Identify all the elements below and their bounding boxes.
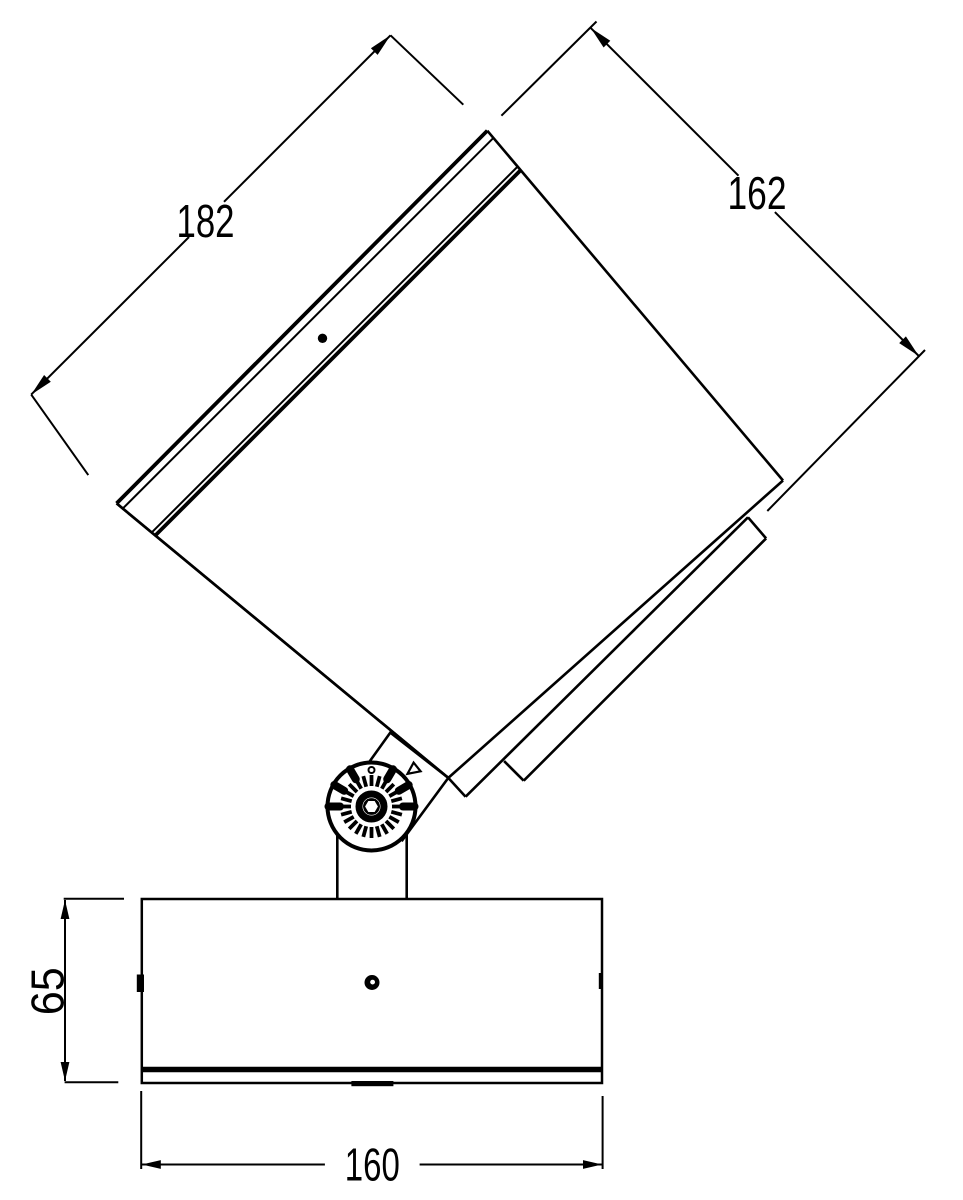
svg-text:160: 160 [345, 1138, 400, 1190]
svg-text:162: 162 [728, 167, 787, 219]
svg-text:182: 182 [177, 195, 235, 247]
svg-text:65: 65 [21, 967, 73, 1015]
